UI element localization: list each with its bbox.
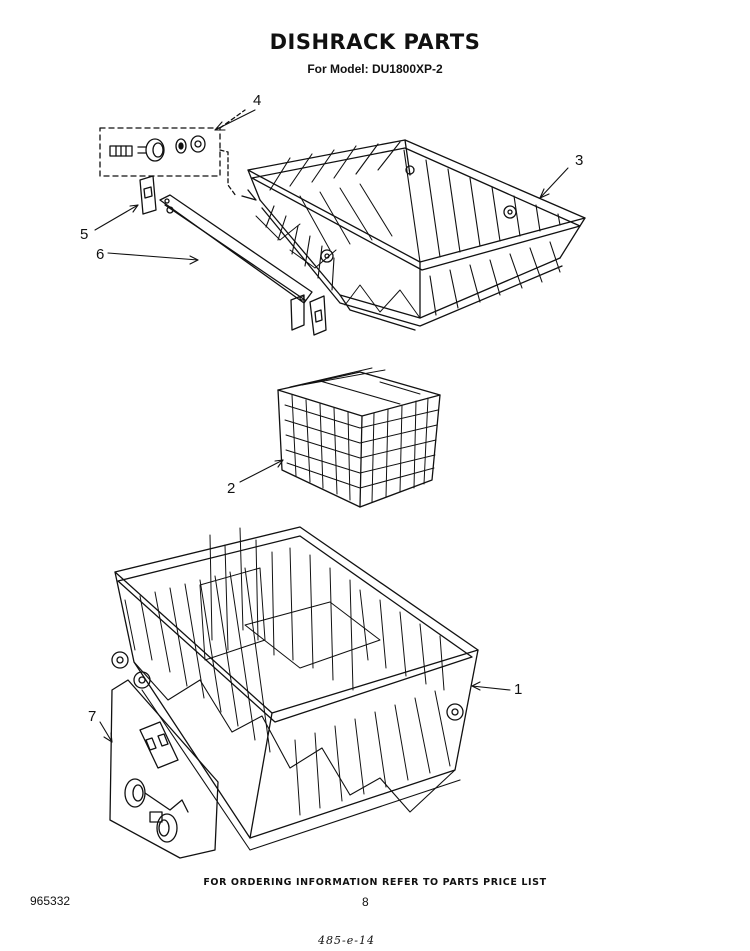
callout-7: 7 — [88, 708, 97, 725]
callout-5: 5 — [80, 226, 89, 243]
page-title: DISHRACK PARTS — [269, 30, 481, 54]
callout-2: 2 — [227, 480, 236, 497]
part-2-silverware-basket — [277, 367, 441, 508]
part-4-hardware-kit — [99, 109, 246, 197]
callout-3: 3 — [575, 152, 584, 169]
part-7-wheel-kit — [109, 679, 219, 859]
part-6-rack-rail — [159, 194, 327, 336]
callout-4: 4 — [253, 92, 262, 109]
part-5-rack-stop — [139, 175, 157, 215]
callout-1: 1 — [514, 681, 523, 698]
ordering-note: FOR ORDERING INFORMATION REFER TO PARTS … — [203, 877, 547, 888]
document-part-number: 965332 — [30, 894, 71, 908]
leader-lines — [94, 109, 569, 743]
part-3-upper-rack — [241, 139, 586, 331]
model-subtitle: For Model: DU1800XP-2 — [307, 62, 443, 76]
part-1-lower-rack — [111, 526, 479, 851]
page-number: 8 — [362, 895, 369, 909]
callout-6: 6 — [96, 246, 105, 263]
handwritten-note: 485-e-14 — [318, 934, 375, 947]
